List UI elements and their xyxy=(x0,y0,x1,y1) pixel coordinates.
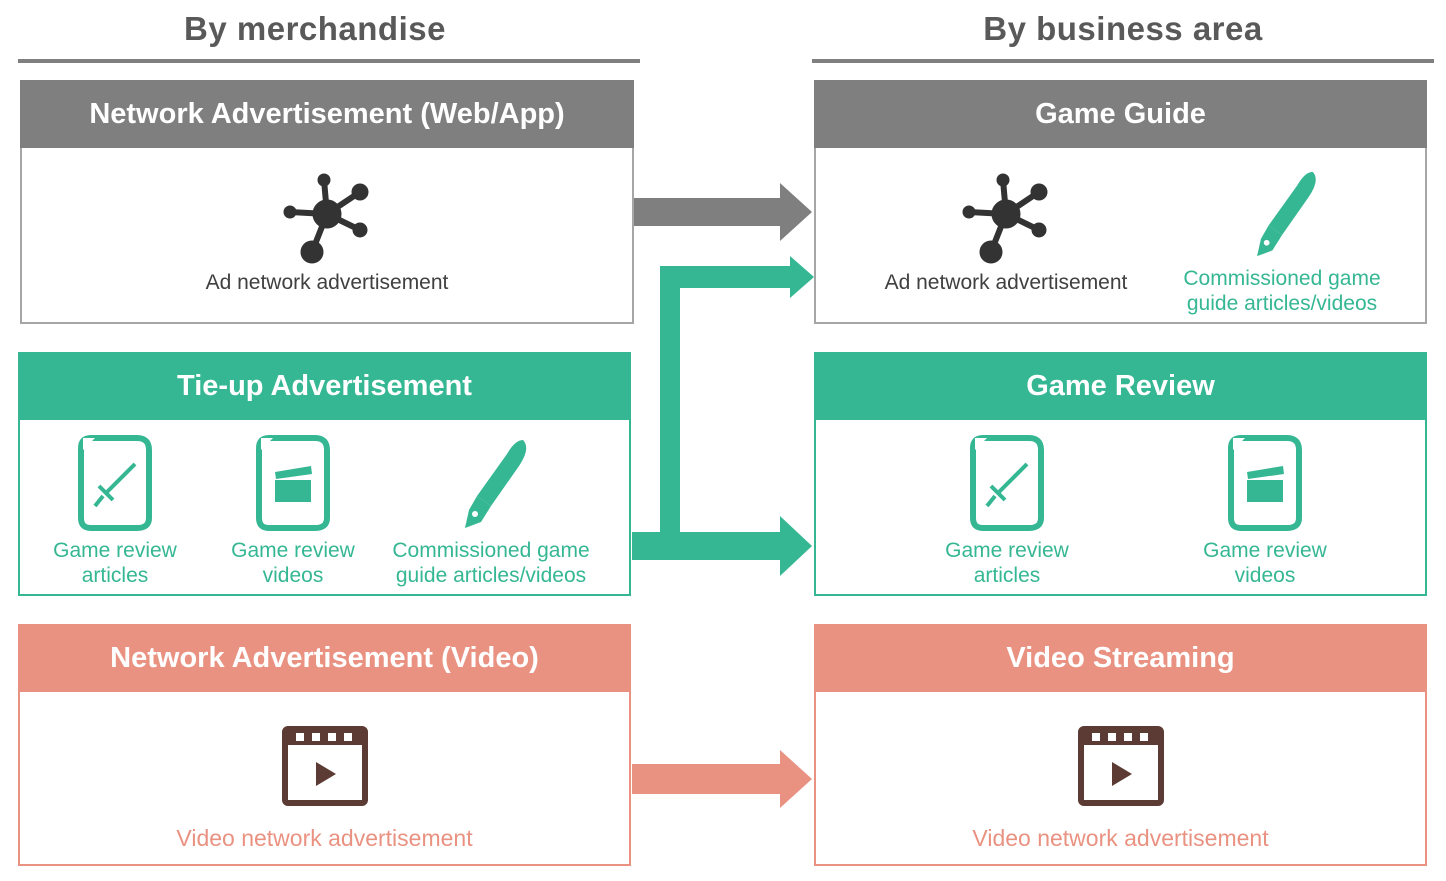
merchandise-column-heading: By merchandise xyxy=(184,10,446,47)
item-line2: articles xyxy=(81,564,149,587)
item-line1: Game review xyxy=(231,539,355,562)
game-review-videos-item: Game review videos xyxy=(208,434,378,588)
network-node-icon xyxy=(283,173,369,264)
video-clapperboard-icon xyxy=(281,726,368,806)
business-area-column-heading: By business area xyxy=(983,10,1263,47)
game-review-title: Game Review xyxy=(814,352,1427,420)
sword-document-icon xyxy=(970,435,1044,531)
green-arrow-to-game-guide xyxy=(660,256,814,546)
clapper-document-icon xyxy=(256,435,330,531)
gray-arrow xyxy=(632,183,812,241)
video-network-item: Video network advertisement xyxy=(20,726,629,851)
network-node-icon xyxy=(962,173,1048,264)
item-line1: Commissioned game xyxy=(1183,267,1381,290)
ad-network-label: Ad network advertisement xyxy=(205,271,449,294)
network-ad-web-app-box: Network Advertisement (Web/App) Ad netwo… xyxy=(20,80,634,324)
game-review-articles-item: Game review articles xyxy=(30,434,200,588)
video-network-label: Video network advertisement xyxy=(176,825,473,851)
item-line1: Game review xyxy=(53,539,177,562)
item-line1: Game review xyxy=(945,539,1069,562)
fountain-pen-icon xyxy=(465,440,527,528)
game-guide-box: Game Guide Ad network advertisement xyxy=(814,80,1427,324)
sword-document-icon xyxy=(78,435,152,531)
video-network-label: Video network advertisement xyxy=(972,825,1269,851)
game-guide-title: Game Guide xyxy=(814,80,1427,148)
network-ad-video-box: Network Advertisement (Video) Video netw… xyxy=(18,624,631,866)
commissioned-guide-item: Commissioned game guide articles/videos xyxy=(386,436,596,588)
commissioned-guide-item: Commissioned game guide articles/videos xyxy=(1172,168,1392,316)
network-ad-video-title: Network Advertisement (Video) xyxy=(18,624,631,692)
video-streaming-title: Video Streaming xyxy=(814,624,1427,692)
tie-up-ad-box: Tie-up Advertisement Game review article… xyxy=(18,352,631,596)
tie-up-ad-title: Tie-up Advertisement xyxy=(18,352,631,420)
game-review-videos-item: Game review videos xyxy=(1180,434,1350,588)
game-review-box: Game Review Game review articles Game re… xyxy=(814,352,1427,596)
ad-network-item: Ad network advertisement xyxy=(856,172,1156,295)
green-arrow-to-game-review xyxy=(632,516,812,576)
video-network-item: Video network advertisement xyxy=(816,726,1425,851)
item-line2: guide articles/videos xyxy=(1186,292,1378,315)
item-line2: videos xyxy=(262,564,324,587)
item-line2: guide articles/videos xyxy=(395,564,587,587)
fountain-pen-icon xyxy=(1257,171,1316,257)
merchandise-heading-rule xyxy=(18,59,640,63)
game-review-articles-item: Game review articles xyxy=(922,434,1092,588)
network-ad-web-app-title: Network Advertisement (Web/App) xyxy=(20,80,634,148)
ad-network-label: Ad network advertisement xyxy=(884,271,1128,294)
business-area-heading-rule xyxy=(812,59,1434,63)
ad-network-item: Ad network advertisement xyxy=(22,172,632,295)
clapper-document-icon xyxy=(1228,435,1302,531)
item-line2: articles xyxy=(973,564,1041,587)
video-streaming-box: Video Streaming Video network advertisem… xyxy=(814,624,1427,866)
item-line2: videos xyxy=(1234,564,1296,587)
item-line1: Commissioned game xyxy=(392,539,590,562)
salmon-arrow xyxy=(632,750,812,808)
item-line1: Game review xyxy=(1203,539,1327,562)
video-clapperboard-icon xyxy=(1077,726,1164,806)
